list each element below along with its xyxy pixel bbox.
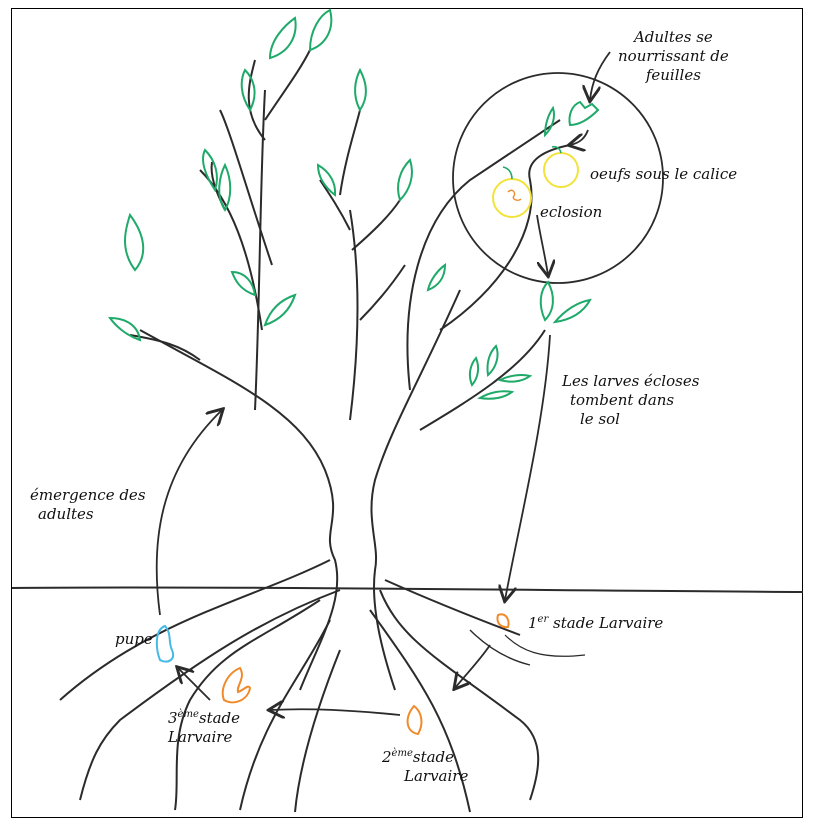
third-stage-larva <box>223 668 250 702</box>
leaves <box>110 10 598 399</box>
label-hatching: eclosion <box>540 203 602 222</box>
label-adult-emergence: émergence des adultes <box>30 486 146 524</box>
label-second-stage: 2èmestade Larvaire <box>382 744 468 786</box>
label-first-stage: 1er stade Larvaire <box>528 610 663 633</box>
first-stage-larva <box>497 614 508 627</box>
label-third-stage: 3èmestade Larvaire <box>168 705 240 747</box>
label-larvae-fall: Les larves écloses tombent dans le sol <box>562 372 699 429</box>
label-eggs-under-calyx: oeufs sous le calice <box>590 165 737 184</box>
second-stage-larva <box>408 706 422 734</box>
label-pupa: pupe <box>115 630 153 649</box>
label-adults-feeding: Adultes se nourrissant de feuilles <box>618 28 729 85</box>
tree-trunk <box>130 50 570 690</box>
